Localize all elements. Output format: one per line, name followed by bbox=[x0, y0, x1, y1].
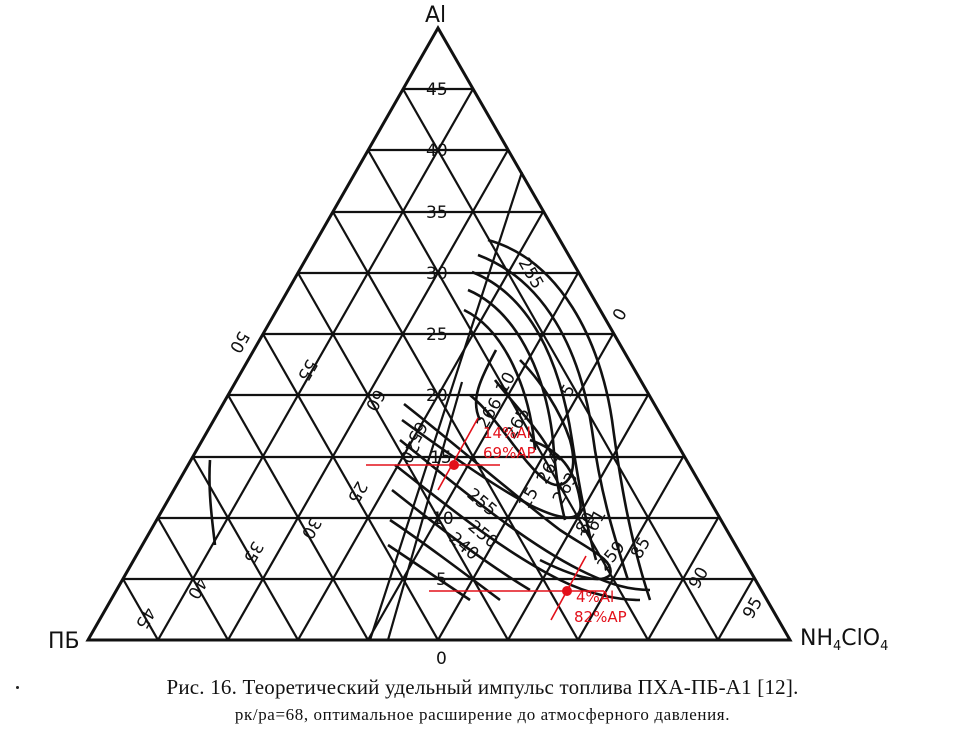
tick-al-10: 10 bbox=[432, 509, 454, 529]
tick-al-30: 30 bbox=[426, 264, 448, 284]
vertex-al: Al bbox=[425, 3, 446, 28]
annotation-1-ap: 69%AP bbox=[483, 444, 536, 462]
annotation-2-ap: 82%AP bbox=[574, 608, 627, 626]
annotation-point-1: 14%Al 69%AP bbox=[366, 417, 536, 491]
al-axis-ticks: 45 40 35 30 25 20 15 10 5 0 bbox=[426, 80, 454, 669]
tick-al-0: 0 bbox=[436, 649, 447, 669]
tick-al-40: 40 bbox=[426, 141, 448, 161]
tick-left-45: 45 bbox=[131, 604, 159, 633]
tick-al-5: 5 bbox=[436, 570, 447, 590]
tick-left-55: 55 bbox=[293, 356, 321, 385]
tick-left-50: 50 bbox=[225, 328, 253, 357]
left-edge-ticks: 50 55 60 65 20 25 30 35 40 45 bbox=[131, 328, 431, 633]
tick-right-85: 85 bbox=[627, 534, 655, 563]
tick-left-35: 35 bbox=[239, 538, 267, 567]
annotation-2-al: 4%Al bbox=[576, 588, 614, 606]
tick-right-0: 0 bbox=[609, 305, 632, 324]
annotation-point-2: 4%Al 82%AP bbox=[429, 555, 627, 626]
tick-al-45: 45 bbox=[426, 80, 448, 100]
stray-dot bbox=[16, 686, 19, 689]
triangle-frame bbox=[85, 24, 793, 642]
vertex-pb: ПБ bbox=[48, 629, 80, 654]
annotation-1-al: 14%Al bbox=[483, 424, 531, 442]
ternary-grid bbox=[122, 87, 755, 641]
tick-al-25: 25 bbox=[426, 325, 448, 345]
figure-caption-title: Рис. 16. Теоретический удельный импульс … bbox=[166, 675, 799, 699]
contour-labels: 255 266 265 264 263 261 259 255 250 240 bbox=[445, 255, 630, 576]
vertex-nh4clo4: NH4ClO4 bbox=[800, 626, 888, 654]
figure-caption-subtitle: pк/pа=68, оптимальное расширение до атмо… bbox=[234, 705, 731, 724]
tick-left-40: 40 bbox=[183, 574, 211, 603]
isp-contours bbox=[208, 238, 652, 602]
tick-al-35: 35 bbox=[426, 203, 448, 223]
tick-al-15: 15 bbox=[430, 448, 452, 468]
tick-al-20: 20 bbox=[426, 386, 448, 406]
